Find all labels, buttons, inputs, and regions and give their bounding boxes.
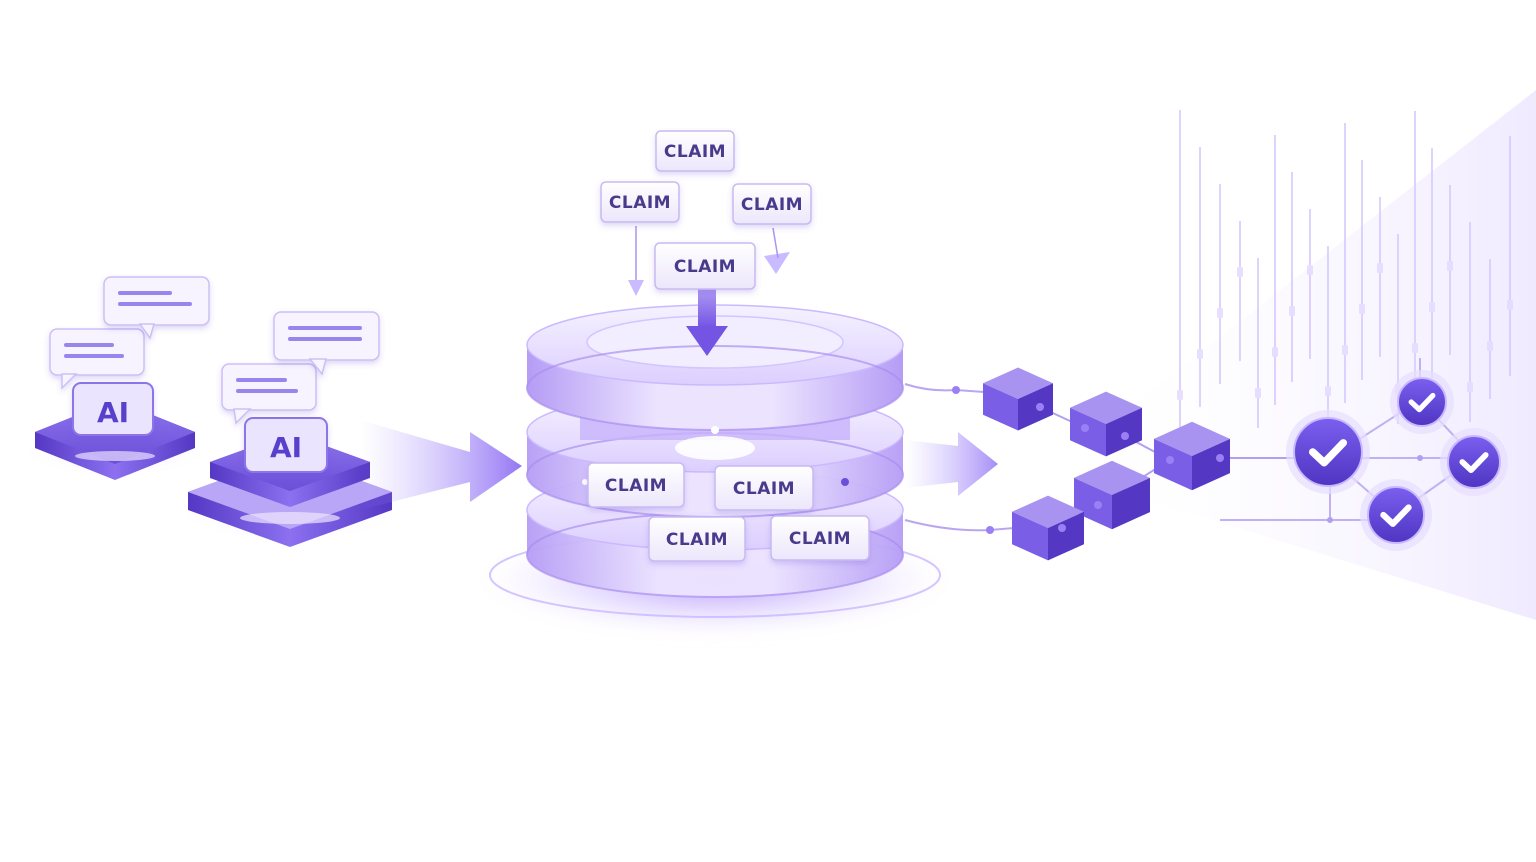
ai-agent-group-1: AI (20, 276, 210, 480)
claim-card-bg (770, 515, 870, 561)
chat-bubble-icon (273, 311, 380, 376)
data-tick (1217, 308, 1223, 318)
data-tick (1237, 267, 1243, 277)
incoming-arrow (628, 226, 790, 296)
arrow-down-icon (686, 288, 728, 356)
data-tick (1272, 347, 1278, 357)
checkmark-badge-icon (1360, 479, 1432, 551)
data-tick (1255, 388, 1261, 398)
ai-chip (72, 382, 154, 436)
claim-card: CLAIM (587, 462, 685, 508)
data-tick (1467, 382, 1473, 392)
block-cube-icon (1154, 421, 1230, 491)
data-tick (1197, 349, 1203, 359)
data-tick (1507, 300, 1513, 310)
chat-bubble-icon (49, 328, 145, 390)
data-tick (1412, 343, 1418, 353)
claim-card: CLAIM (600, 181, 680, 223)
claim-card-bg (714, 465, 814, 511)
block-cube-icon (983, 367, 1053, 431)
incoming-claims: CLAIM CLAIM CLAIM CLAIM (600, 130, 812, 290)
block-node (1121, 432, 1129, 440)
claim-label: CLAIM (674, 257, 736, 277)
claim-card-bg (648, 516, 746, 562)
data-tick (1289, 306, 1295, 316)
block-node (1036, 403, 1044, 411)
block-node (1166, 456, 1174, 464)
chat-bubble-icon (221, 363, 317, 425)
claim-card-bg (732, 183, 812, 225)
data-tick (1487, 341, 1493, 351)
data-tick (1377, 263, 1383, 273)
block-node (1081, 424, 1089, 432)
claim-label: CLAIM (664, 142, 726, 162)
ai-label: AI (97, 396, 129, 429)
block-cube-icon (1070, 391, 1142, 457)
checkmark-badge-icon (1286, 410, 1370, 494)
claim-card-bg (655, 130, 735, 172)
claim-card: CLAIM (732, 183, 812, 225)
data-tick (1325, 386, 1331, 396)
checkmark-badge-icon (1390, 370, 1454, 434)
claim-card-bg (587, 462, 685, 508)
block-node (1058, 524, 1066, 532)
ai-agent-group-2: AI (175, 311, 405, 547)
connector-lines (904, 383, 1015, 534)
checkmark-badge-icon (1440, 428, 1508, 496)
stored-claims: CLAIM CLAIM CLAIM CLAIM (587, 462, 870, 562)
claim-card: CLAIM (654, 242, 756, 290)
claim-card: CLAIM (770, 515, 870, 561)
claim-card: CLAIM (655, 130, 735, 172)
data-tick (1359, 304, 1365, 314)
data-tick (1429, 302, 1435, 312)
data-tick (1307, 265, 1313, 275)
data-tick (1342, 345, 1348, 355)
claim-card-bg (654, 242, 756, 290)
chat-bubble-icon (103, 276, 210, 340)
block-chain (983, 367, 1300, 561)
claim-label: CLAIM (609, 193, 671, 213)
data-tick (1447, 261, 1453, 271)
claim-label: CLAIM (666, 530, 728, 550)
data-tick (1177, 390, 1183, 400)
block-cube-icon (1012, 495, 1084, 561)
block-cube-icon (1074, 460, 1150, 530)
claim-card: CLAIM (648, 516, 746, 562)
block-node (1216, 454, 1224, 462)
ai-chip (244, 417, 328, 473)
arrow-right-icon (905, 432, 998, 496)
claim-label: CLAIM (789, 529, 851, 549)
claim-label: CLAIM (733, 479, 795, 499)
claim-card-bg (600, 181, 680, 223)
arrow-right-icon (360, 420, 522, 510)
ai-label: AI (270, 431, 302, 464)
claim-card: CLAIM (714, 465, 814, 511)
verified-badges (1286, 370, 1508, 551)
background-data-rays (1050, 90, 1536, 620)
claim-label: CLAIM (605, 476, 667, 496)
claim-label: CLAIM (741, 195, 803, 215)
block-node (1094, 501, 1102, 509)
